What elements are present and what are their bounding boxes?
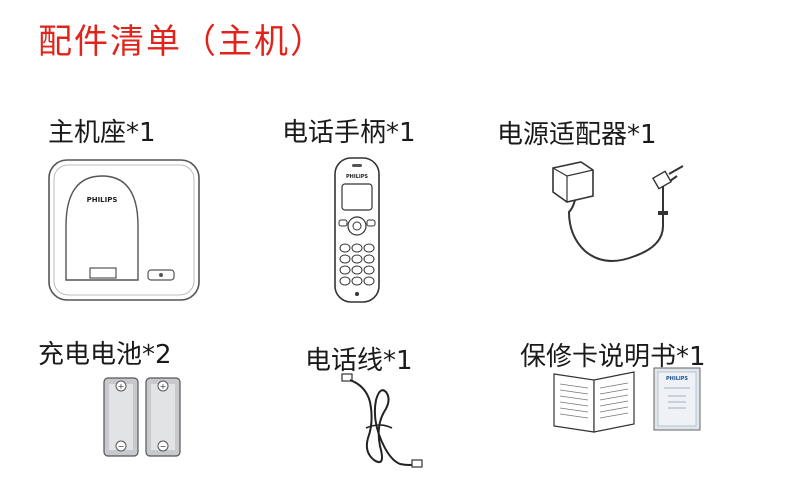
item-label-handset: 电话手柄*1	[282, 118, 416, 148]
item-label-batteries: 充电电池*2	[38, 340, 172, 370]
phone-cord-icon	[340, 372, 430, 474]
base-station-icon: PHILIPS	[44, 156, 204, 304]
item-label-base-station: 主机座*1	[48, 118, 156, 148]
handset-icon: PHILIPS	[332, 156, 382, 306]
power-adapter-icon	[545, 156, 695, 272]
base-brand-text: PHILIPS	[87, 196, 118, 204]
svg-text:−: −	[118, 442, 125, 451]
item-label-power-adapter: 电源适配器*1	[497, 120, 657, 150]
item-label-manual: 保修卡说明书*1	[520, 342, 706, 372]
item-label-phone-cord: 电话线*1	[305, 346, 413, 376]
svg-text:−: −	[160, 442, 167, 451]
manual-warranty-card-icon: PHILIPS	[550, 366, 710, 436]
svg-text:+: +	[118, 382, 125, 391]
card-brand-text: PHILIPS	[666, 376, 688, 382]
page-title: 配件清单（主机）	[38, 22, 326, 62]
svg-text:+: +	[160, 382, 167, 391]
handset-brand-text: PHILIPS	[346, 174, 368, 180]
batteries-icon: + − + −	[100, 374, 190, 460]
